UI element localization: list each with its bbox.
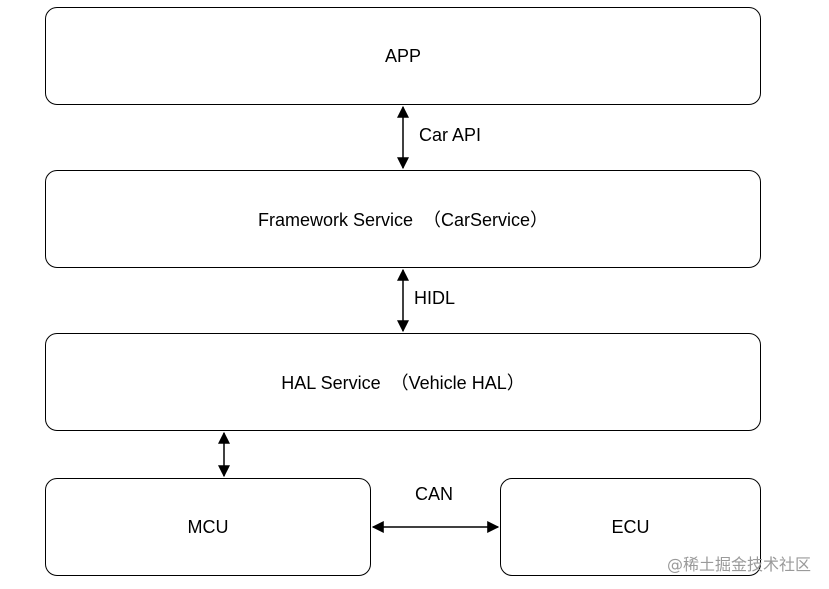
app-box-label: APP: [384, 45, 422, 66]
car-api-label: Car API: [419, 125, 482, 145]
mcu-box: MCU: [45, 478, 371, 576]
framework-service-box: Framework Service （CarService）: [45, 170, 761, 268]
hal-service-box: HAL Service （Vehicle HAL）: [45, 333, 761, 431]
mcu-label: MCU: [187, 516, 229, 537]
hal-service-label: HAL Service （Vehicle HAL）: [281, 373, 525, 393]
hidl-label: HIDL: [414, 288, 456, 308]
framework-service-label: Framework Service （CarService）: [257, 210, 549, 230]
app-box: APP: [45, 7, 761, 105]
ecu-label: ECU: [611, 516, 650, 537]
can-label: CAN: [415, 484, 454, 504]
watermark: @稀土掘金技术社区: [666, 555, 811, 574]
ecu-box: ECU: [500, 478, 761, 576]
